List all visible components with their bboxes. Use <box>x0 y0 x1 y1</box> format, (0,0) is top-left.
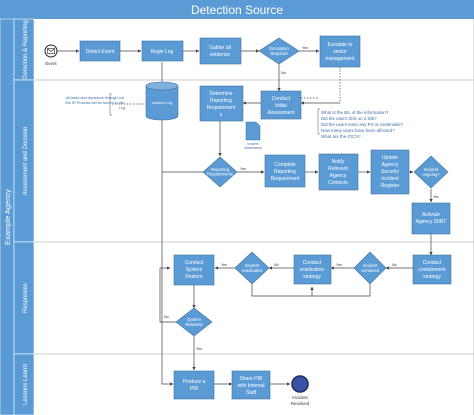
flow-connectors <box>57 49 433 386</box>
box-begin-log[interactable]: Begin Log <box>141 40 184 62</box>
lane-lessons-label: Lessons Learnt <box>23 364 29 405</box>
incident-log-label: Incident Log <box>152 101 173 105</box>
lane-assessment-label: Assessment and Decision <box>23 126 29 195</box>
label-yes-eradicated: Yes <box>221 263 227 267</box>
box-detect-event[interactable]: Detect Event <box>79 40 121 62</box>
box-begin-log-label: Begin Log <box>151 49 174 55</box>
label-no-restored: No <box>164 315 169 319</box>
incident-log-datastore[interactable]: Incident Log <box>145 81 179 121</box>
lane-detection-label: Detection & Reporting <box>23 20 29 79</box>
label-yes-escalation: Yes <box>302 46 308 50</box>
label-yes-ongoing: Yes <box>433 195 439 199</box>
flow-labels: Yes No Yes Yes No Yes No Yes Yes No <box>164 46 439 351</box>
pool-label: Example Agency <box>3 189 12 245</box>
label-yes-restored: Yes <box>196 347 202 351</box>
start-event-label: Event <box>45 61 57 66</box>
lane-dividers <box>34 19 474 415</box>
box-detect-event-label: Detect Event <box>86 49 115 55</box>
log-note: all tasks and decisions through out the … <box>65 93 125 116</box>
header-bar <box>0 0 474 19</box>
question-list: What is the BIL of the information? Did … <box>321 110 404 139</box>
svg-text:Begin Log: Begin Log <box>151 49 174 55</box>
label-yes-contained: Yes <box>336 263 342 267</box>
label-yes-reporting: Yes <box>240 167 246 171</box>
svg-text:all tasks and decisions throug: all tasks and decisions through out the … <box>65 96 125 110</box>
svg-text:Detect Event: Detect Event <box>86 49 115 55</box>
label-no-escalation: No <box>281 71 286 75</box>
lane-responses-label: Responses <box>23 283 29 313</box>
header-title: Detection Source <box>191 3 283 17</box>
envelope-icon <box>47 48 55 54</box>
start-event[interactable] <box>44 44 58 58</box>
end-event[interactable] <box>291 375 309 393</box>
assessment-questions: What is the BIL of the information? Did … <box>317 108 404 139</box>
lane-header-lessons <box>13 353 35 415</box>
label-no-eradicated: No <box>274 263 279 267</box>
label-no-contained: No <box>392 263 397 267</box>
